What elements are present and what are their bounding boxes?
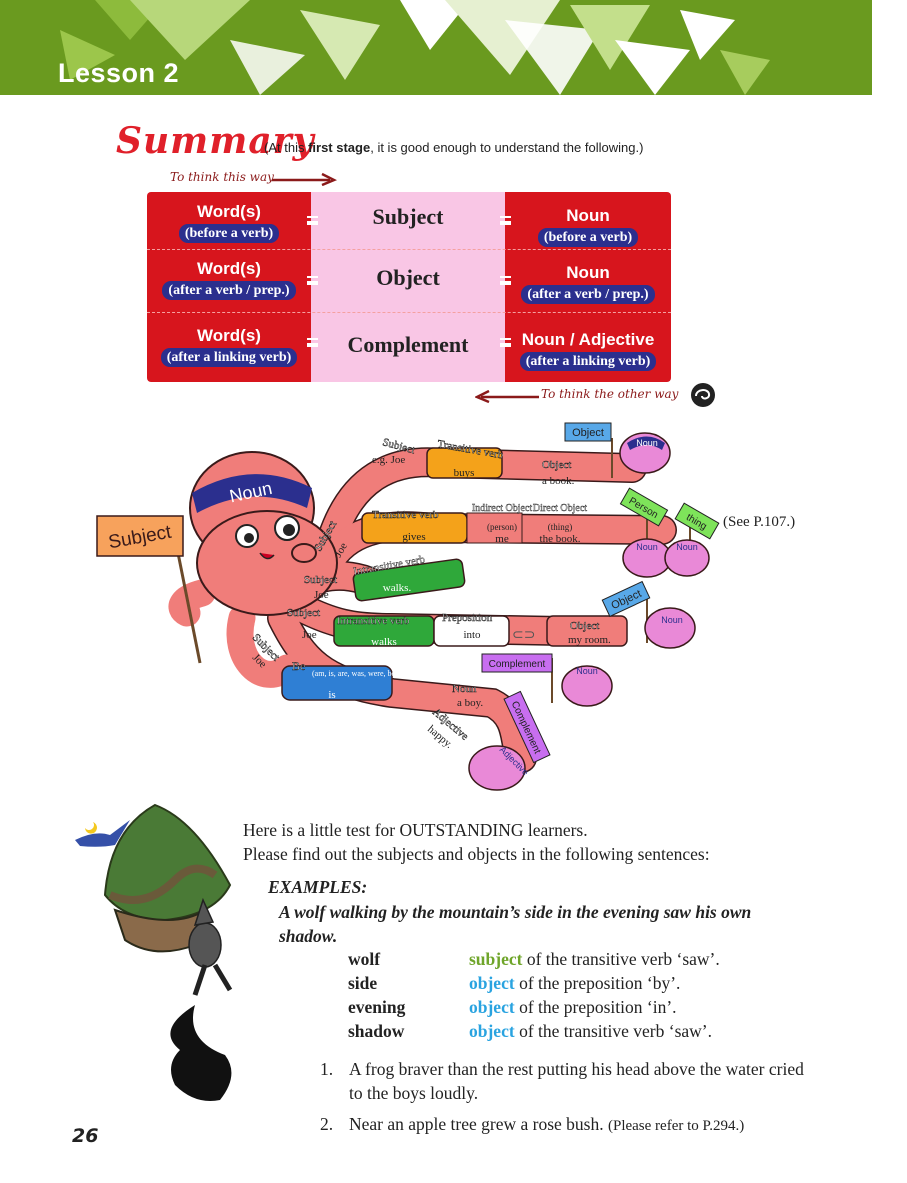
examples-heading: EXAMPLES: [268, 877, 368, 897]
svg-text:is: is [328, 689, 335, 701]
svg-text:a book.: a book. [542, 475, 575, 487]
header-banner: Lesson 2 [0, 0, 872, 95]
equals-icon [500, 276, 511, 285]
summary-note: (At this first stage, it is good enough … [264, 140, 644, 155]
svg-text:Object: Object [570, 620, 599, 632]
page-number: 26 [72, 1125, 99, 1147]
table-subject: Subject [372, 204, 444, 229]
svg-text:buys: buys [454, 467, 475, 479]
equals-icon [307, 216, 318, 225]
svg-text:the book.: the book. [540, 533, 581, 545]
svg-text:Noun: Noun [452, 683, 477, 695]
mountain-wolf-illustration [75, 803, 233, 1101]
svg-text:Noun: Noun [636, 542, 658, 552]
table-complement: Complement [347, 332, 469, 357]
equals-icon [500, 216, 511, 225]
equals-icon [307, 276, 318, 285]
table-object: Object [376, 265, 440, 290]
table-row-left: Word(s)(after a verb / prep.) [147, 259, 311, 300]
svg-text:me: me [495, 533, 509, 545]
octopus-diagram: Noun Subject Subject e.g. Joe Transitive… [96, 422, 720, 791]
svg-text:Joe: Joe [302, 629, 317, 641]
test-intro-line2: Please find out the subjects and objects… [243, 844, 710, 864]
svg-text:a boy.: a boy. [457, 697, 483, 709]
equals-icon [500, 338, 511, 347]
svg-text:Noun: Noun [676, 542, 698, 552]
svg-text:walks: walks [371, 636, 397, 648]
header-decoration [60, 0, 770, 95]
svg-text:(am, is, are, was, were, been,: (am, is, are, was, were, been, being) [312, 669, 427, 678]
svg-text:Complement: Complement [489, 659, 546, 670]
example-sentence: A wolf walking by the mountain’s side in… [279, 902, 752, 946]
think-this-way-label: To think this way [170, 170, 274, 184]
test-intro-line1: Here is a little test for OUTSTANDING le… [243, 820, 588, 840]
svg-text:(person): (person) [487, 522, 517, 532]
left-arrow-icon [475, 390, 539, 404]
right-arrow-icon [272, 172, 338, 186]
octopus-head: Noun [189, 451, 338, 616]
table-row-right: Noun(before a verb) [505, 206, 671, 247]
svg-text:gives: gives [402, 531, 425, 543]
see-page-reference: (See P.107.) [723, 514, 796, 530]
svg-text:Transitive verb: Transitive verb [372, 509, 439, 521]
table-row-right: Noun(after a verb / prep.) [505, 263, 671, 304]
table-row-right: Noun / Adjective(after a linking verb) [505, 330, 671, 371]
summary-table: Word(s)(before a verb) Word(s)(after a v… [147, 192, 671, 382]
svg-text:⊂⊃: ⊂⊃ [512, 628, 535, 643]
svg-text:Noun: Noun [576, 666, 598, 676]
svg-text:Direct Object: Direct Object [533, 503, 587, 514]
svg-text:walks.: walks. [383, 582, 412, 594]
svg-text:Indirect Object: Indirect Object [472, 503, 532, 514]
svg-text:Noun: Noun [661, 615, 683, 625]
svg-text:Noun: Noun [636, 438, 658, 448]
table-row-left: Word(s)(before a verb) [147, 202, 311, 243]
svg-text:Object: Object [542, 459, 571, 471]
svg-text:(thing): (thing) [548, 522, 573, 532]
svg-text:Intransitive verb: Intransitive verb [337, 615, 410, 627]
summary-heading: Summary [116, 120, 315, 162]
svg-text:Subject: Subject [287, 607, 320, 619]
svg-text:Object: Object [572, 427, 604, 439]
table-row-left: Word(s)(after a linking verb) [147, 326, 311, 367]
svg-text:Joe: Joe [314, 589, 329, 601]
svg-text:Preposition: Preposition [442, 612, 493, 624]
svg-text:into: into [463, 629, 481, 641]
swirl-icon [691, 383, 715, 407]
equals-icon [307, 338, 318, 347]
svg-text:e.g. Joe: e.g. Joe [372, 454, 405, 466]
lesson-title: Lesson 2 [58, 58, 180, 88]
svg-text:Subject: Subject [304, 574, 337, 586]
svg-text:my room.: my room. [568, 634, 611, 646]
think-other-way-label: To think the other way [541, 387, 679, 401]
svg-text:Be: Be [292, 659, 305, 673]
